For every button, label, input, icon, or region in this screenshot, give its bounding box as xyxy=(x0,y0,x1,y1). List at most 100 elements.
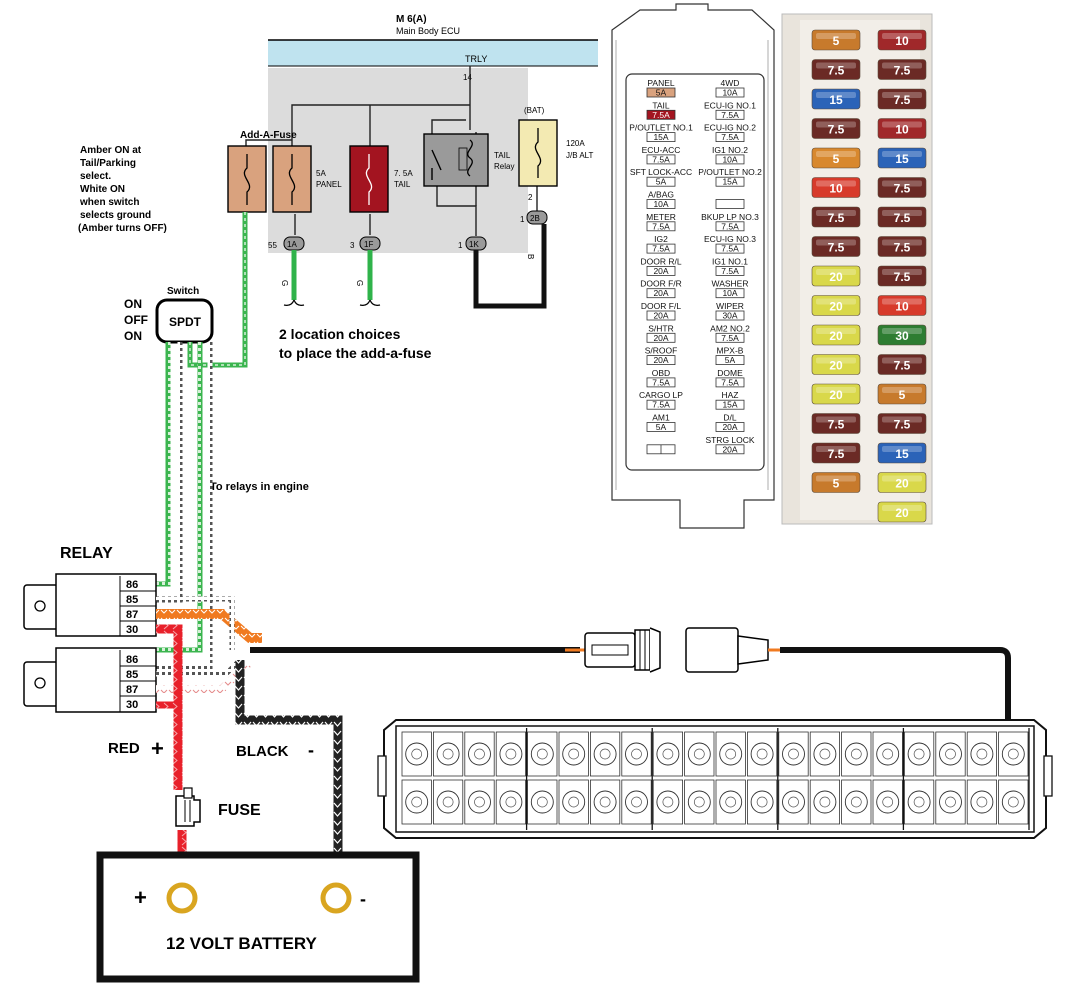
led-cell xyxy=(432,779,464,825)
photo-fuse-value: 7.5 xyxy=(894,182,911,196)
fusebox-fuse-amp: 20A xyxy=(722,422,737,432)
fusebox-fuse-name: WASHER xyxy=(712,279,749,289)
harness-to-lightbar xyxy=(780,647,1011,726)
led-cell xyxy=(652,731,684,777)
fusebox-fuse-name: TAIL xyxy=(652,100,670,110)
fusebox-fuse-name: S/ROOF xyxy=(645,346,678,356)
photo-fuse: 7.5 xyxy=(811,206,861,228)
photo-fuse: 7.5 xyxy=(877,88,927,110)
fusebox-fuse-name: AM1 xyxy=(652,413,670,423)
panel-fuse xyxy=(272,145,312,213)
photo-fuse: 20 xyxy=(811,324,861,346)
fusebox-fuse-amp: 20A xyxy=(653,333,668,343)
battery-label: 12 VOLT BATTERY xyxy=(166,934,317,953)
svg-text:when switch: when switch xyxy=(79,197,139,208)
photo-fuse: 7.5 xyxy=(877,413,927,434)
fusebox-cell: BKUP LP NO.37.5A xyxy=(701,212,759,232)
fusebox-fuse-name: DOOR F/L xyxy=(641,301,681,311)
wire-1f-g: G xyxy=(355,280,364,286)
fusebox-fuse-amp: 10A xyxy=(722,288,737,298)
photo-fuse: 7.5 xyxy=(877,206,927,228)
fusebox-fuse-slot xyxy=(646,176,676,187)
svg-text:White ON: White ON xyxy=(80,184,125,195)
photo-fuse-value: 7.5 xyxy=(894,359,911,373)
relay-1-pin-87: 87 xyxy=(126,609,138,621)
spdt-switch[interactable]: SPDT xyxy=(155,298,214,344)
led-cell xyxy=(778,779,809,825)
photo-fuse-value: 5 xyxy=(833,152,840,166)
led-cell xyxy=(998,779,1029,825)
photo-fuse-value: 10 xyxy=(829,182,843,196)
fusebox-fuse-amp: 7.5A xyxy=(721,110,739,120)
fusebox-fuse-name: 4WD xyxy=(721,78,740,88)
led-cell xyxy=(558,731,589,777)
fusebox-cell: AM2 NO.27.5A xyxy=(710,323,750,343)
tail-relay-label-1: TAIL xyxy=(494,151,511,160)
led-cell xyxy=(401,779,432,825)
tail-fuse-label: TAIL xyxy=(394,180,411,189)
fusebox-fuse-amp: 20A xyxy=(653,311,668,321)
battery-minus: - xyxy=(360,889,366,909)
ecu-bar xyxy=(268,40,598,66)
fusebox-fuse-slot xyxy=(715,87,745,98)
black-label: BLACK xyxy=(236,743,289,760)
add-a-fuse xyxy=(227,145,267,213)
tail-relay xyxy=(423,133,489,187)
wire-relay1-85-ground xyxy=(156,596,235,650)
switch-pos-on-top: ON xyxy=(124,297,142,311)
fusebox-fuse-amp: 7.5A xyxy=(652,400,670,410)
led-cell xyxy=(558,779,589,825)
photo-fuse-value: 20 xyxy=(895,506,909,520)
fusebox-fuse-name: A/BAG xyxy=(648,190,674,200)
wire-b-label: B xyxy=(526,254,535,259)
fusebox-fuse-amp: 7.5A xyxy=(652,377,670,387)
relay-1-pin-86: 86 xyxy=(126,579,138,591)
relay-2-pin-30: 30 xyxy=(126,699,138,711)
connector-1k-num: 1 xyxy=(458,241,463,250)
fusebox-fuse-amp: 5A xyxy=(656,177,667,187)
relay-2-pin-86: 86 xyxy=(126,654,138,666)
fusebox-fuse-name: P/OUTLET NO.1 xyxy=(629,123,693,133)
fusebox-fuse-slot xyxy=(646,422,676,432)
fusebox-fuse-amp: 7.5A xyxy=(721,266,739,276)
photo-fuse: 10 xyxy=(811,177,861,198)
fusebox-cell xyxy=(715,199,745,209)
fusebox-fuse-amp: 10A xyxy=(722,154,737,164)
photo-fuse: 20 xyxy=(811,295,861,316)
fusebox-fuse-amp: 5A xyxy=(656,88,667,98)
led-cell xyxy=(684,731,715,777)
led-cell xyxy=(464,779,495,825)
led-cell xyxy=(747,779,778,825)
fusebox-fuse-name: OBD xyxy=(652,368,670,378)
photo-fuse-value: 30 xyxy=(895,329,909,343)
photo-fuse-value: 7.5 xyxy=(828,64,845,78)
photo-fuse-value: 5 xyxy=(899,388,906,402)
fusebox-fuse-slot xyxy=(715,332,745,343)
fusebox-cell: ECU-IG NO.17.5A xyxy=(704,100,756,120)
fusebox-fuse-slot xyxy=(715,377,745,388)
photo-fuse-value: 15 xyxy=(895,447,909,461)
fusebox-fuse-slot xyxy=(715,176,745,187)
led-cell xyxy=(715,779,746,825)
photo-fuse-value: 7.5 xyxy=(828,418,845,432)
photo-fuse-value: 20 xyxy=(829,300,843,314)
wire-black-ground xyxy=(235,660,343,885)
led-cell xyxy=(841,779,872,825)
ecu-code: M 6(A) xyxy=(396,14,427,25)
relay-2: 86 85 87 30 xyxy=(23,647,157,713)
wire-1a-g: G xyxy=(280,280,289,286)
photo-fuse-value: 7.5 xyxy=(828,241,845,255)
fusebox-fuse-slot xyxy=(715,444,745,455)
